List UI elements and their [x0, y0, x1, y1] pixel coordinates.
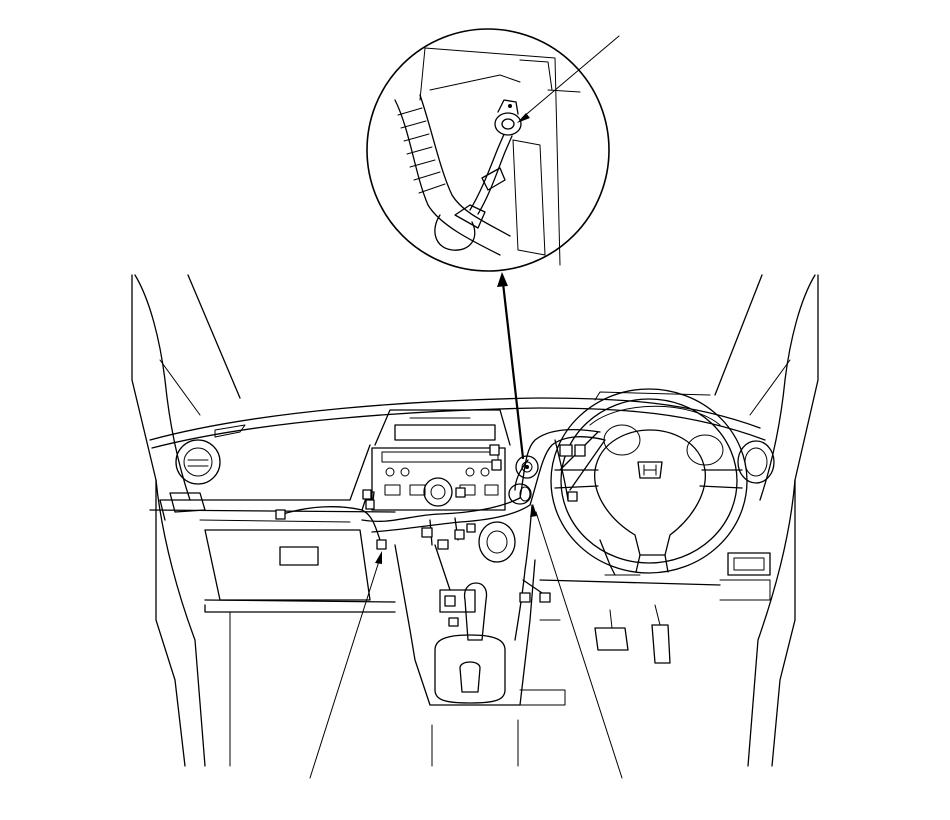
center-stack: [372, 410, 515, 562]
inset-terminal-tab: [498, 100, 518, 114]
inset-panel-edge: [520, 60, 580, 92]
callout-top: [517, 36, 619, 123]
wire-harness: [280, 430, 605, 640]
dashboard-top: [150, 392, 765, 448]
right-side-vent: [738, 441, 774, 483]
inset-harness-clip: [455, 205, 485, 228]
inset-terminal-bolt: [502, 119, 514, 129]
center-console: [395, 545, 565, 766]
left-a-pillar: [132, 275, 240, 766]
harness-connectors: [276, 445, 585, 626]
brand-emblem: [638, 462, 662, 478]
passenger-dash-panel: [150, 445, 395, 600]
pedals: [595, 605, 670, 663]
inset-ground-cable-2: [478, 136, 512, 214]
inset-bracket-slot: [513, 140, 545, 255]
right-a-pillar: [715, 275, 818, 766]
detail-inset: [367, 29, 609, 271]
inset-pointer-line: [497, 272, 523, 458]
inset-bracket-panel: [420, 48, 560, 265]
steering-wheel-rim: [551, 389, 747, 573]
inset-harness-tube-2: [420, 95, 510, 236]
inset-harness-loop: [435, 215, 475, 250]
steering-wheel: [551, 389, 747, 575]
inset-harness-tube: [395, 100, 500, 255]
steering-wheel-hub: [595, 430, 706, 555]
callout-right: [530, 504, 622, 778]
inset-circle: [367, 29, 609, 271]
inset-harness-ribs: [398, 108, 445, 193]
left-side-vent: [176, 440, 220, 484]
lower-dash: [205, 553, 770, 766]
inset-cable-boot: [482, 168, 505, 190]
callout-left: [310, 551, 382, 778]
